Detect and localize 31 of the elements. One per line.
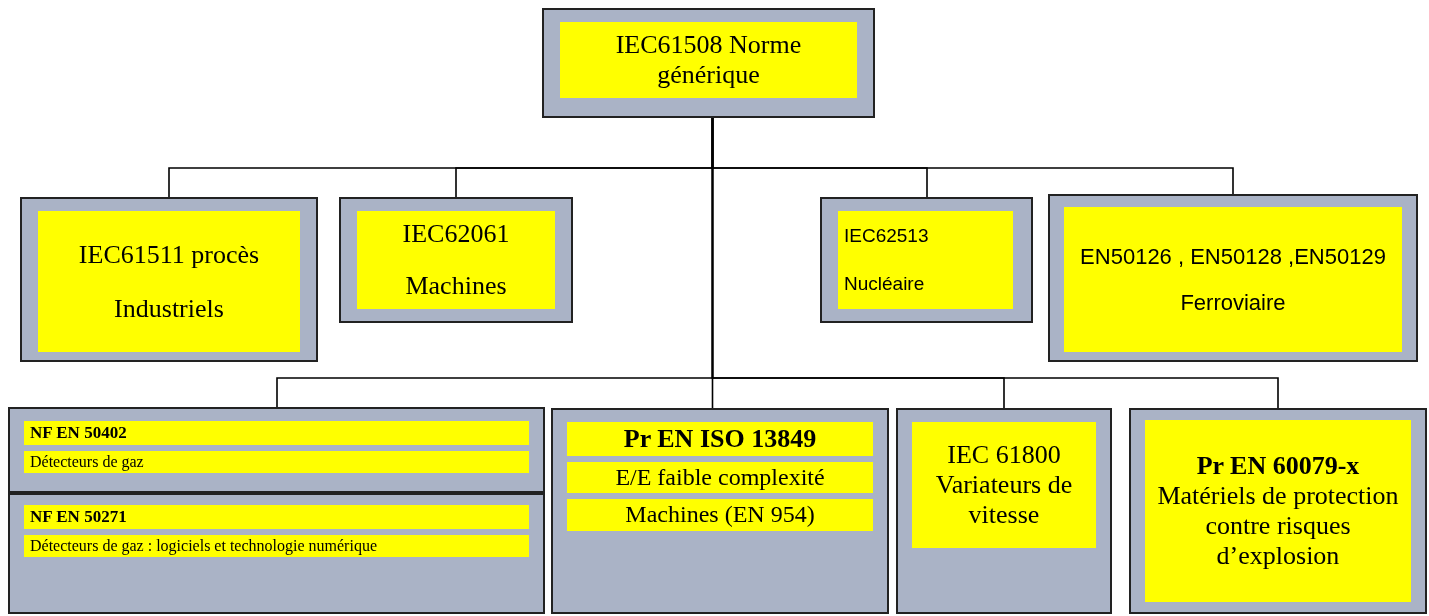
standard-box bbox=[896, 408, 1112, 614]
standard-description: Détecteurs de gaz : logiciels et technologie numérique bbox=[24, 534, 529, 557]
standard-description: Nucléaire bbox=[844, 273, 926, 295]
standard-description: Ferroviaire bbox=[1179, 289, 1287, 315]
standard-code: Pr EN 60079-x bbox=[1195, 451, 1361, 482]
standard-box bbox=[1048, 194, 1418, 362]
standard-code: NF EN 50271 bbox=[24, 505, 529, 529]
standard-description: Détecteurs de gaz bbox=[24, 450, 529, 473]
standard-code: NF EN 50402 bbox=[24, 421, 529, 445]
standard-code: IEC61508 Norme générique bbox=[614, 30, 803, 90]
standard-box bbox=[820, 197, 1033, 323]
standard-box bbox=[20, 197, 318, 362]
standard-description: Machines bbox=[404, 271, 508, 301]
standard-code: Pr EN ISO 13849 bbox=[567, 422, 873, 456]
standard-code: EN50126 , EN50128 ,EN50129 bbox=[1079, 244, 1387, 270]
standard-code: IEC61511 procès bbox=[77, 239, 261, 270]
standard-code: IEC62513 bbox=[844, 225, 930, 247]
standard-description: Machines (EN 954) bbox=[567, 499, 873, 532]
standard-description: E/E faible complexité bbox=[567, 461, 873, 494]
standard-box bbox=[542, 8, 875, 118]
standard-description: Industriels bbox=[113, 293, 225, 324]
standard-description: Variateurs de vitesse bbox=[934, 470, 1074, 530]
standard-box bbox=[1129, 408, 1427, 614]
standard-code: IEC62061 bbox=[401, 219, 511, 249]
standard-code: IEC 61800 bbox=[946, 440, 1062, 471]
connector-line bbox=[711, 117, 1279, 409]
standard-box bbox=[551, 408, 889, 614]
standard-description: Matériels de protection contre risques d’explosion bbox=[1156, 481, 1400, 571]
standard-box bbox=[339, 197, 573, 323]
standard-box bbox=[8, 407, 545, 493]
standard-box bbox=[8, 493, 545, 614]
